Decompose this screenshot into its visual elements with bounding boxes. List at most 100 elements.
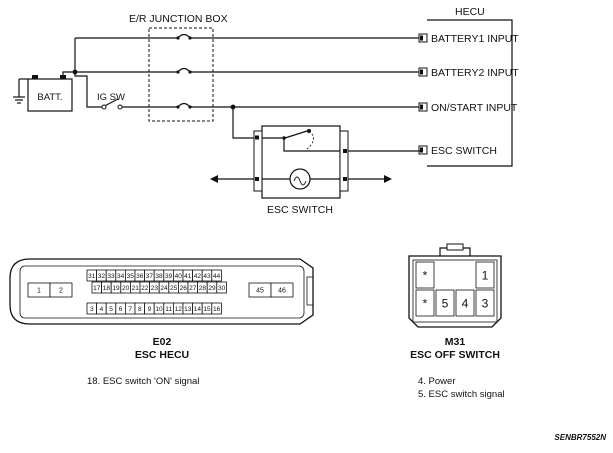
- svg-text:43: 43: [203, 273, 211, 280]
- svg-text:27: 27: [189, 285, 197, 292]
- pin-cell: 37: [144, 269, 155, 282]
- svg-text:35: 35: [127, 273, 135, 280]
- pin-cell: 33: [105, 269, 117, 282]
- svg-text:23: 23: [151, 285, 159, 292]
- svg-text:34: 34: [117, 273, 125, 280]
- pin-cell: 32: [96, 269, 107, 282]
- svg-text:3: 3: [90, 306, 94, 313]
- svg-text:26: 26: [180, 285, 188, 292]
- pin-cell: 3: [475, 289, 495, 317]
- svg-text:*: *: [423, 296, 428, 310]
- hecu-label: HECU: [455, 6, 485, 18]
- pin-cell: 29: [206, 281, 218, 294]
- battery-positive-wire: [62, 71, 75, 75]
- pin-cell: 4: [455, 289, 475, 317]
- pin-cell: 30: [216, 281, 227, 294]
- figure-code: SENBR7552N: [554, 433, 606, 442]
- pin-cell: 11: [163, 302, 174, 315]
- pin-cell: 9: [144, 302, 155, 315]
- svg-text:33: 33: [107, 273, 115, 280]
- hecu-module: HECU BATTERY1 INPUT BATTERY2 INPUT ON/ST…: [418, 6, 519, 167]
- svg-text:4: 4: [462, 296, 469, 310]
- pin-cell: 41: [182, 269, 194, 282]
- connector-m31-name: ESC OFF SWITCH: [410, 349, 500, 361]
- svg-text:12: 12: [175, 306, 183, 313]
- pin-cell: 6: [115, 302, 126, 315]
- svg-text:24: 24: [160, 285, 168, 292]
- pin-cell: 23: [149, 281, 160, 294]
- fuse-icon: [177, 102, 191, 108]
- esc-feed-wire: [232, 107, 254, 139]
- pin-cell: *: [415, 261, 435, 289]
- svg-text:22: 22: [141, 285, 149, 292]
- pin-cell: 10: [153, 302, 165, 315]
- pin-cell: 38: [153, 269, 165, 282]
- pin-cell: 18: [101, 281, 112, 294]
- arrow-right-icon: [384, 175, 392, 183]
- pin-cell: 12: [172, 302, 184, 315]
- battery-label: BATT.: [37, 92, 62, 103]
- svg-text:46: 46: [278, 288, 286, 295]
- svg-text:36: 36: [136, 273, 144, 280]
- svg-text:4: 4: [100, 306, 104, 313]
- pin-cell: 45: [248, 282, 272, 298]
- pin-cell: 25: [168, 281, 179, 294]
- pin-cell: 34: [115, 269, 126, 282]
- pin-cell: 40: [172, 269, 184, 282]
- pin-cell: 31: [86, 269, 98, 282]
- lamp-icon: [289, 168, 311, 190]
- pin-cell: 42: [192, 269, 203, 282]
- svg-text:2: 2: [59, 288, 63, 295]
- pin-cell: 43: [201, 269, 213, 282]
- pin-cell: 24: [158, 281, 170, 294]
- svg-text:8: 8: [138, 306, 142, 313]
- ig-sw-label: IG SW: [97, 92, 125, 103]
- svg-text:28: 28: [199, 285, 207, 292]
- schematic: BATT. IG SW E/R JUNCTION BOX: [13, 6, 519, 216]
- fuse-icon: [177, 33, 191, 39]
- connector-e02-code: E02: [153, 336, 172, 348]
- pin-cell: 8: [134, 302, 146, 315]
- svg-text:11: 11: [165, 306, 172, 313]
- pin-cell: 46: [270, 282, 294, 298]
- pin-cell: 35: [125, 269, 136, 282]
- connector-m31-pin-note-signal: 5. ESC switch signal: [418, 389, 505, 400]
- svg-text:21: 21: [132, 285, 140, 292]
- svg-text:13: 13: [184, 306, 192, 313]
- pin-cell: 7: [125, 302, 136, 315]
- pin-cell: 36: [134, 269, 146, 282]
- pin-cell: 14: [192, 302, 203, 315]
- pin-cell: 39: [163, 269, 174, 282]
- svg-text:7: 7: [128, 306, 132, 313]
- svg-text:37: 37: [146, 273, 154, 280]
- svg-text:15: 15: [203, 306, 211, 313]
- svg-text:32: 32: [98, 273, 106, 280]
- hecu-input-on-start: ON/START INPUT: [431, 102, 518, 114]
- pin-cell: 26: [177, 281, 189, 294]
- svg-text:30: 30: [218, 285, 226, 292]
- pin-cell: *: [415, 289, 435, 317]
- pin-cell: 2: [49, 282, 73, 298]
- svg-text:1: 1: [37, 288, 41, 295]
- svg-text:14: 14: [194, 306, 202, 313]
- pin-cell: 17: [91, 281, 103, 294]
- er-junction-box: E/R JUNCTION BOX: [129, 13, 228, 122]
- svg-text:40: 40: [175, 273, 183, 280]
- connector-e02-name: ESC HECU: [135, 349, 189, 361]
- pin-cell: 28: [197, 281, 208, 294]
- pin-cell: 16: [211, 302, 222, 315]
- svg-text:*: *: [423, 268, 428, 282]
- svg-text:10: 10: [155, 306, 163, 313]
- svg-text:1: 1: [482, 268, 489, 282]
- ig-feed-wire: [74, 72, 102, 108]
- pin-cell: 1: [475, 261, 495, 289]
- svg-text:29: 29: [208, 285, 216, 292]
- hecu-input-battery2: BATTERY2 INPUT: [431, 67, 519, 79]
- connector-e02-pin-note: 18. ESC switch 'ON' signal: [87, 376, 199, 387]
- arrow-left-icon: [210, 175, 218, 183]
- svg-text:5: 5: [442, 296, 449, 310]
- pin-cell: 1: [27, 282, 51, 298]
- svg-text:18: 18: [103, 285, 111, 292]
